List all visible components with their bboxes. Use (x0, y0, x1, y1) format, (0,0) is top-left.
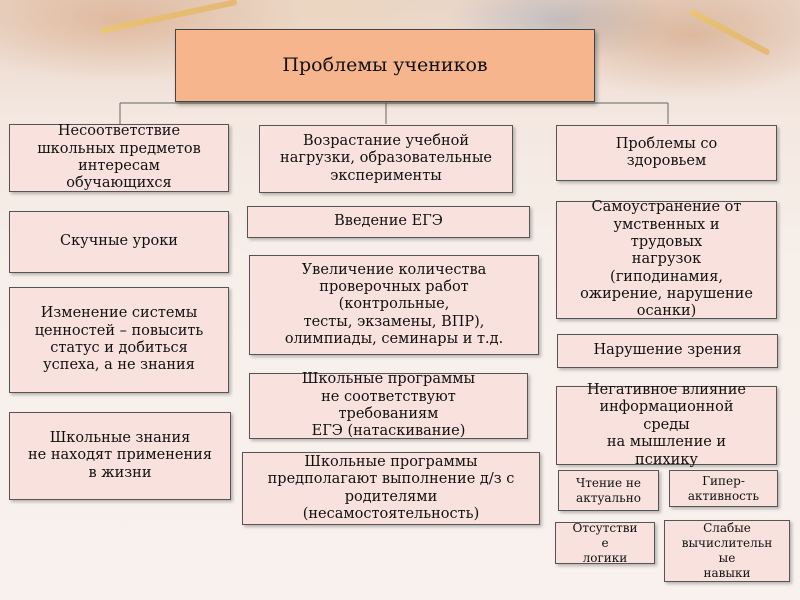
middle-item-box: Введение ЕГЭ (247, 206, 530, 238)
right-item-box: Самоустранение от умственных и трудовых … (556, 201, 777, 319)
left-item-box: Изменение системы ценностей – повысить с… (9, 287, 229, 393)
middle-item-box: Школьные программы не соответствуют треб… (249, 373, 528, 439)
right-sub-item-box: Чтение не актуально (558, 470, 659, 511)
right-sub-item-box: Отсутстви е логики (555, 522, 655, 564)
middle-item-box: Школьные программы предполагают выполнен… (242, 452, 540, 525)
right-header-box: Проблемы со здоровьем (556, 125, 777, 181)
right-item-box: Негативное влияние информационной среды … (556, 386, 777, 465)
middle-header-box: Возрастание учебной нагрузки, образовате… (259, 125, 513, 193)
right-sub-item-box: Гипер- активность (669, 470, 778, 507)
left-item-box: Скучные уроки (9, 211, 229, 273)
left-header-box: Несоответствие школьных предметов интере… (9, 124, 229, 192)
left-item-box: Школьные знания не находят применения в … (9, 412, 231, 500)
right-item-box: Нарушение зрения (557, 334, 778, 368)
diagram-title: Проблемы учеников (175, 29, 595, 102)
right-sub-item-box: Слабые вычислительн ые навыки (664, 520, 790, 582)
middle-item-box: Увеличение количества проверочных работ … (249, 255, 539, 355)
